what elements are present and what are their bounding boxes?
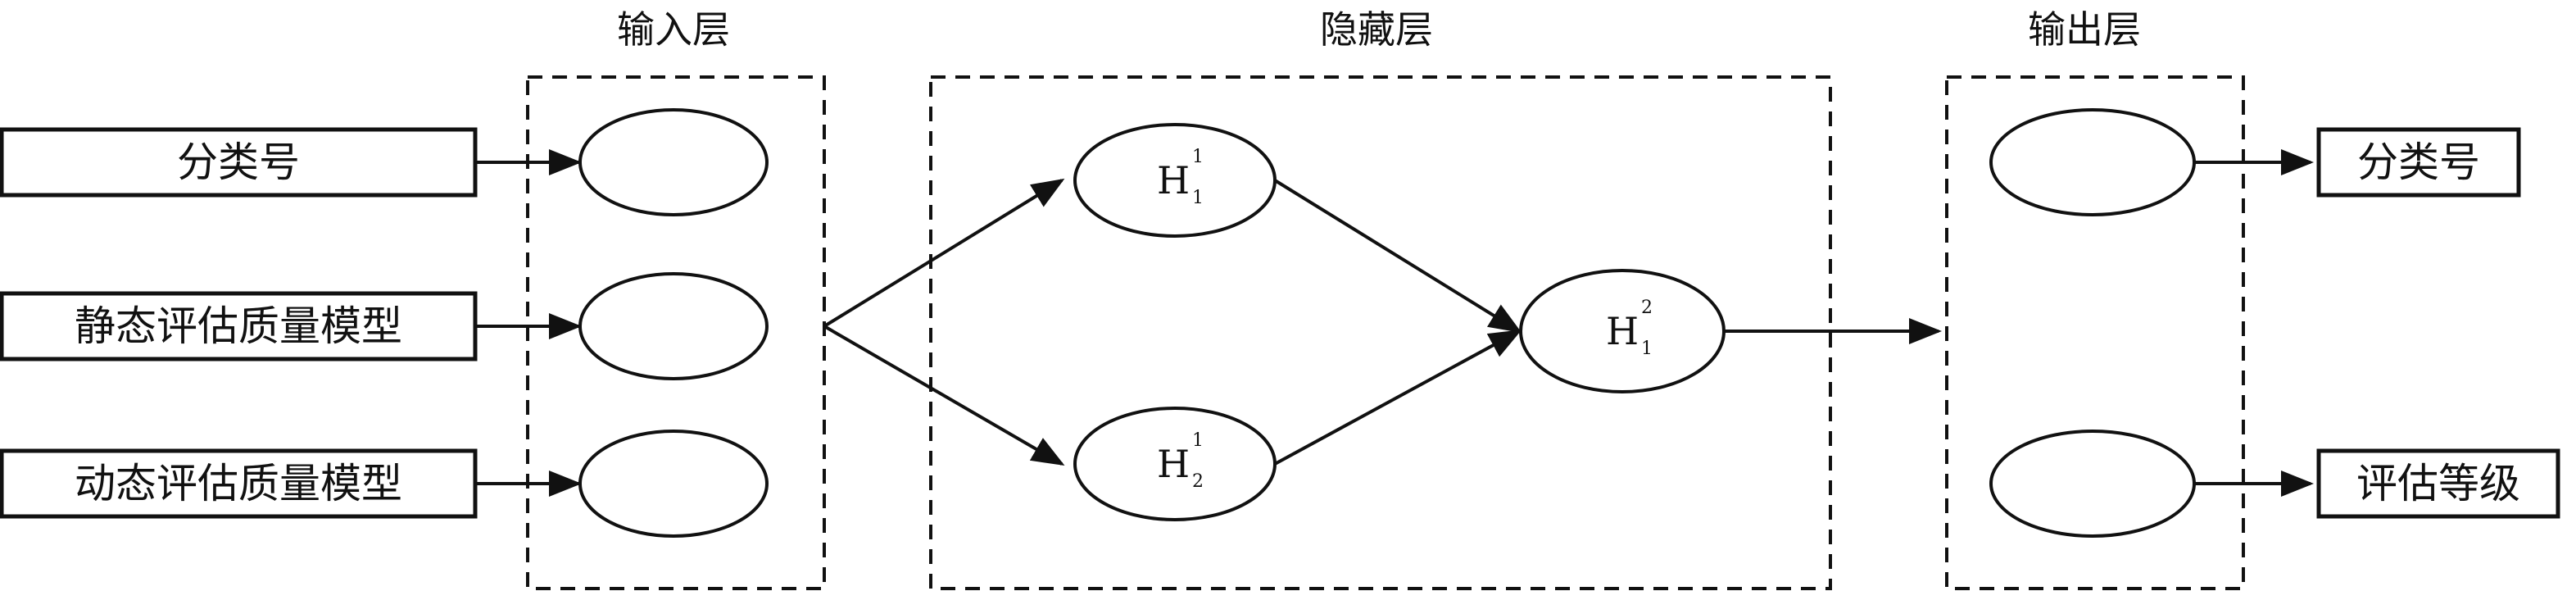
output-label-1: 分类号 xyxy=(2357,139,2480,186)
output-node-2 xyxy=(1989,430,2196,538)
hidden-node-h2-1-label: H xyxy=(1606,309,1639,353)
input-label-3: 动态评估质量模型 xyxy=(75,460,402,507)
input-node-1 xyxy=(578,108,769,216)
input-layer-box xyxy=(526,75,826,590)
hidden-node-h1-1-label: H xyxy=(1157,158,1190,202)
hidden-layer-title: 隐藏层 xyxy=(1320,7,1433,52)
input-box-2 xyxy=(0,291,478,361)
hidden-node-h1-2-label: H xyxy=(1157,442,1190,486)
hidden-node-h1-2-sub: 2 xyxy=(1192,471,1204,492)
hidden-node-h2-1-sup: 2 xyxy=(1641,298,1653,318)
output-box-2 xyxy=(2316,448,2560,519)
hidden-node-h1-1-sup: 1 xyxy=(1192,147,1204,167)
output-layer-title: 输出层 xyxy=(2028,7,2141,52)
input-node-3 xyxy=(578,430,769,538)
input-node-2 xyxy=(578,272,769,380)
input-layer-title: 输入层 xyxy=(617,7,730,52)
output-node-1 xyxy=(1989,108,2196,216)
edge-h1-1-to-h2-1 xyxy=(1273,179,1522,334)
input-label-1: 分类号 xyxy=(177,139,300,186)
edge-h1-2-to-h2-1 xyxy=(1274,330,1522,466)
hidden-node-h1-1-sub: 1 xyxy=(1192,188,1204,208)
input-box-1 xyxy=(0,127,478,198)
output-label-2: 评估等级 xyxy=(2356,460,2520,507)
input-box-3 xyxy=(0,448,478,519)
edge-input-to-h1-2 xyxy=(823,325,1065,466)
hidden-node-h2-1-sub: 1 xyxy=(1641,339,1653,359)
output-layer-box xyxy=(1945,75,2245,590)
edge-input-to-h1-1 xyxy=(823,178,1065,328)
output-box-1 xyxy=(2316,127,2521,198)
hidden-node-h1-2-sup: 1 xyxy=(1192,430,1204,451)
input-label-2: 静态评估质量模型 xyxy=(75,302,402,350)
